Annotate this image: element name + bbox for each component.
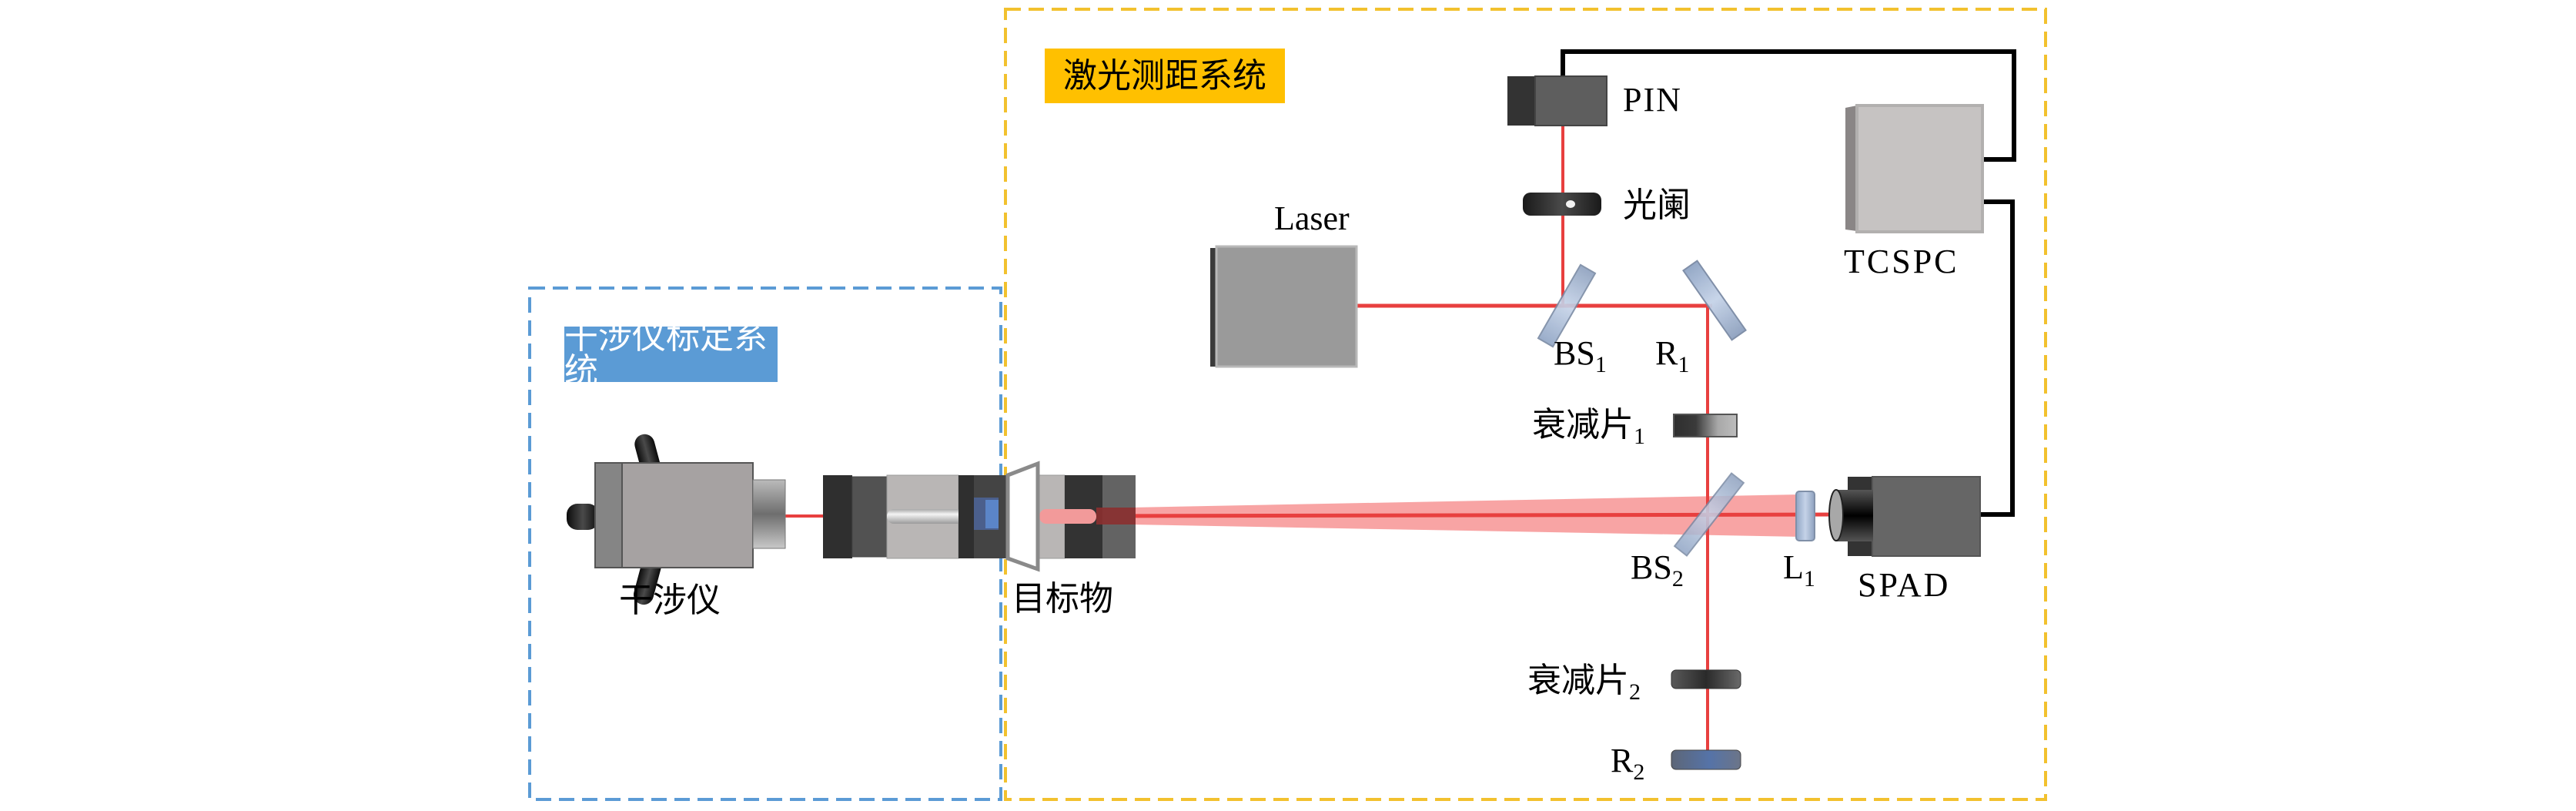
wire-spad-to-tcspc [1980, 199, 2015, 517]
wire-pin-to-tcspc [1561, 49, 2016, 162]
tcspc-module [1845, 104, 1984, 233]
interferometer [567, 434, 786, 605]
beam-splitter-1 [1537, 263, 1597, 348]
interferometer-calibration-system-title: 干涉仪标定系统 [564, 320, 778, 388]
bs1-label-main: BS [1554, 334, 1595, 372]
l1-label-main: L [1783, 548, 1804, 586]
r1-label: R1 [1655, 334, 1689, 377]
tcspc-label: TCSPC [1844, 243, 1959, 280]
laser-ranging-system-title: 激光测距系统 [1045, 49, 1285, 103]
signal-wires [1561, 49, 2016, 517]
l1-label: L1 [1783, 548, 1815, 591]
spad-label: SPAD [1858, 566, 1951, 604]
attenuator-2-label-sub: 2 [1629, 679, 1641, 705]
mirror-r1 [1682, 260, 1747, 341]
bs1-label: BS1 [1554, 334, 1607, 377]
laser-label: Laser [1274, 199, 1350, 237]
bs1-label-sub: 1 [1594, 352, 1607, 377]
attenuator-2-label-main: 衰减片 [1527, 661, 1629, 700]
bs2-label-main: BS [1631, 548, 1672, 586]
target-label: 目标物 [1012, 579, 1113, 618]
bs2-label: BS2 [1631, 548, 1684, 591]
translation-stage [823, 474, 1136, 559]
lens-l1 [1795, 491, 1815, 541]
r1-label-main: R [1655, 334, 1678, 372]
attenuator-1-label-main: 衰减片 [1532, 405, 1634, 444]
pin-label: PIN [1623, 81, 1682, 119]
laser-source [1210, 245, 1358, 368]
attenuator-2-label: 衰减片2 [1527, 661, 1641, 704]
attenuator-2 [1671, 669, 1741, 689]
target-object [1005, 461, 1040, 572]
attenuator-1 [1673, 414, 1738, 437]
beam-splitter-2 [1673, 472, 1745, 557]
pin-detector [1507, 75, 1607, 126]
aperture [1523, 193, 1601, 216]
attenuator-1-label-sub: 1 [1634, 424, 1645, 449]
l1-label-sub: 1 [1803, 566, 1815, 591]
bs2-label-sub: 2 [1671, 566, 1684, 591]
laser-ranging-system-boundary [1004, 8, 2047, 801]
r2-label-sub: 2 [1633, 759, 1645, 785]
beam-target-to-spad [1100, 512, 1841, 518]
interferometer-label: 干涉仪 [619, 581, 721, 620]
r1-label-sub: 1 [1678, 352, 1690, 377]
r2-label-main: R [1611, 742, 1634, 779]
attenuator-1-label: 衰减片1 [1532, 405, 1645, 448]
spad-detector [1828, 476, 1981, 557]
aperture-label: 光阑 [1623, 186, 1691, 225]
r2-label: R2 [1611, 742, 1644, 784]
mirror-r2 [1671, 749, 1741, 770]
